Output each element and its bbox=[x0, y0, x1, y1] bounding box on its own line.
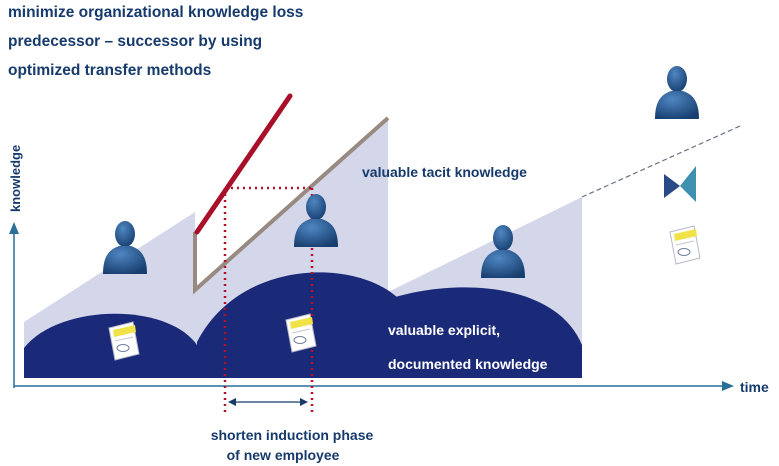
explicit-area-3 bbox=[386, 287, 582, 378]
arrow-left-icon bbox=[228, 398, 236, 406]
projection-line bbox=[581, 125, 741, 198]
document-icon bbox=[108, 321, 140, 361]
induction-label-1: shorten induction phase bbox=[211, 427, 374, 443]
person-icon bbox=[655, 66, 699, 119]
y-axis-label: knowledge bbox=[8, 145, 23, 212]
explicit-knowledge-areas bbox=[24, 272, 582, 378]
explicit-knowledge-label-1: valuable explicit, bbox=[388, 322, 500, 338]
accelerated-learning-line bbox=[194, 93, 293, 235]
title-line-1: minimize organizational knowledge loss bbox=[8, 4, 304, 21]
tacit-knowledge-label: valuable tacit knowledge bbox=[362, 164, 527, 180]
title-line-2: predecessor – successor by using bbox=[8, 33, 263, 50]
explicit-knowledge-label-2: documented knowledge bbox=[388, 356, 548, 372]
title-line-3: optimized transfer methods bbox=[8, 62, 212, 79]
x-axis-label: time bbox=[740, 379, 769, 395]
arrow-right-icon bbox=[300, 398, 308, 406]
induction-label-2: of new employee bbox=[227, 447, 340, 463]
transfer-arrows-icon bbox=[664, 166, 696, 202]
x-axis-arrow-icon bbox=[722, 381, 734, 391]
axes: knowledge time bbox=[8, 145, 769, 395]
document-icon bbox=[669, 225, 701, 265]
induction-span-arrow bbox=[228, 398, 308, 406]
transfer-path-line bbox=[193, 116, 390, 295]
y-axis-arrow-icon bbox=[9, 222, 19, 234]
document-icon bbox=[285, 313, 317, 353]
